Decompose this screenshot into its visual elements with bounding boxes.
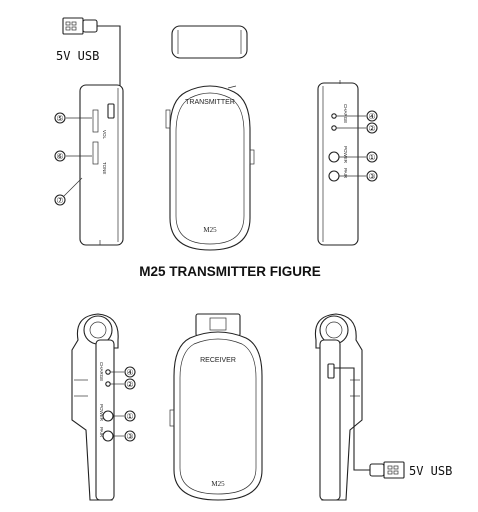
rx-charge-label: CHARGE [99, 362, 104, 381]
callout-7: ⑦ [54, 177, 83, 206]
callout-4-tx: ④ [336, 110, 378, 122]
callout-1-rx: ① [113, 410, 136, 422]
callout-2-rx: ② [110, 378, 136, 390]
usb-cable-bottom [334, 367, 370, 471]
svg-text:④: ④ [368, 112, 375, 121]
callout-3-tx: ③ [339, 170, 378, 182]
transmitter-model-text: M25 [203, 226, 217, 234]
transmitter-top-view [171, 25, 248, 59]
usb-plug-bottom-icon [369, 461, 405, 479]
receiver-model-text: M25 [211, 480, 225, 488]
callout-4-rx: ④ [110, 366, 136, 378]
transmitter-left-side: VOL TONE [79, 84, 124, 246]
svg-text:⑤: ⑤ [56, 114, 63, 123]
rx-power-label: POWER [99, 404, 104, 422]
figure-title: M25 TRANSMITTER FIGURE [139, 264, 321, 279]
callout-1-tx: ① [339, 151, 378, 163]
svg-text:④: ④ [126, 368, 133, 377]
usb-label-top: 5V USB [56, 49, 99, 63]
callout-3-rx: ③ [113, 430, 136, 442]
usb-plug-top-icon [62, 17, 98, 35]
tx-charge-label: CHARGE [343, 104, 348, 123]
svg-text:②: ② [126, 380, 133, 389]
transmitter-front-text: TRANSMITTER [185, 99, 235, 106]
receiver-front-text: RECEIVER [200, 357, 236, 364]
svg-text:①: ① [126, 412, 133, 421]
receiver-right-side [314, 313, 363, 501]
receiver-left-side: CHARGE POWER PAIR [71, 313, 119, 501]
svg-text:②: ② [368, 124, 375, 133]
svg-text:⑦: ⑦ [56, 196, 63, 205]
callout-5: ⑤ [54, 112, 92, 124]
transmitter-front: TRANSMITTER M25 [165, 85, 255, 251]
svg-text:③: ③ [368, 172, 375, 181]
rx-pair-label: PAIR [99, 427, 104, 438]
svg-text:⑥: ⑥ [56, 152, 63, 161]
tone-label: TONE [102, 162, 107, 174]
receiver-front: RECEIVER M25 [169, 313, 263, 501]
vol-label: VOL [102, 130, 107, 140]
svg-text:①: ① [368, 153, 375, 162]
transmitter-right-side: CHARGE POWER PAIR [317, 80, 359, 246]
tx-pair-label: PAIR [343, 168, 348, 179]
svg-text:③: ③ [126, 432, 133, 441]
callout-6: ⑥ [54, 150, 92, 162]
usb-label-bottom: 5V USB [409, 464, 452, 478]
callout-2-tx: ② [336, 122, 378, 134]
tx-power-label: POWER [343, 146, 348, 164]
